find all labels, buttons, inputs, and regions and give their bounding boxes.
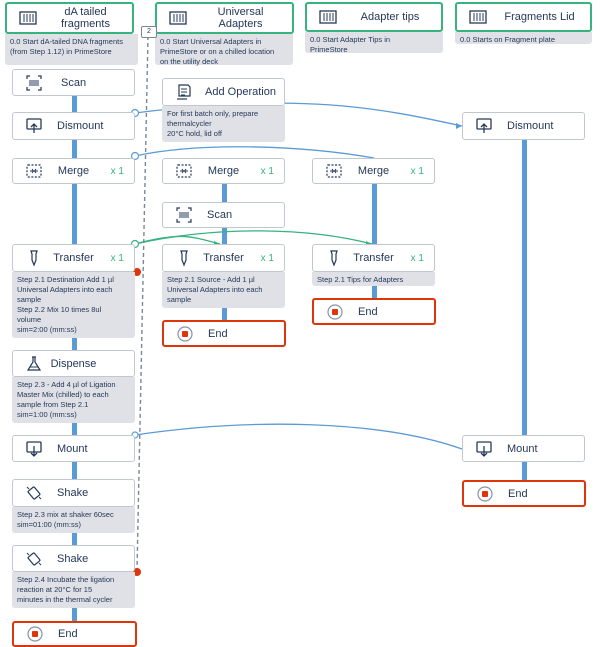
start-node-lid[interactable]: Fragments Lid — [455, 2, 592, 32]
stop-icon — [175, 324, 195, 344]
barcode-icon — [24, 73, 44, 93]
node-label: Dismount — [507, 120, 554, 132]
dismount-node[interactable]: Dismount — [12, 112, 135, 140]
shake-icon — [24, 549, 44, 569]
mount-icon — [24, 439, 44, 459]
shake-node[interactable]: Shake — [12, 545, 135, 572]
stop-icon — [325, 302, 345, 322]
plate-icon — [168, 8, 188, 28]
node-label: Transfer — [353, 252, 394, 264]
node-label: Transfer — [53, 252, 94, 264]
end-node[interactable]: End — [162, 320, 286, 347]
pipette-icon — [174, 248, 194, 268]
start-node-description: 0.0 Starts on Fragment plate — [455, 32, 592, 44]
node-label: End — [358, 305, 378, 318]
node-label: Shake — [57, 487, 89, 499]
transfer-node[interactable]: Transfer x 1 — [12, 244, 135, 272]
merge-node[interactable]: Merge x 1 — [162, 158, 285, 184]
node-label: Shake — [57, 552, 89, 565]
plate-icon — [18, 8, 38, 28]
node-label: Mount — [57, 442, 88, 455]
node-label: End — [208, 327, 228, 340]
mount-icon — [474, 439, 494, 459]
scan-node[interactable]: Scan — [162, 202, 285, 228]
mount-node[interactable]: Mount — [12, 435, 135, 462]
stop-icon — [475, 484, 495, 504]
node-label: Merge — [57, 165, 90, 177]
add-operation-node[interactable]: Add Operation — [162, 78, 285, 106]
end-node[interactable]: End — [12, 621, 137, 647]
flask-icon — [24, 354, 44, 374]
merge-node[interactable]: Merge x 1 — [12, 158, 135, 184]
node-label: Merge — [357, 165, 390, 177]
dismount-icon — [24, 116, 44, 136]
note-icon — [174, 82, 194, 102]
merge-icon — [24, 161, 44, 181]
flow-bar — [72, 96, 77, 112]
stop-icon — [25, 624, 45, 644]
merge-icon — [174, 161, 194, 181]
end-node[interactable]: End — [312, 298, 436, 325]
node-label: Dismount — [57, 120, 104, 132]
node-label: Mount — [507, 442, 538, 455]
plate-icon — [468, 7, 488, 27]
multiplier: x 1 — [110, 252, 124, 264]
start-node-label: Fragments Lid — [504, 11, 575, 23]
node-label: Transfer — [203, 252, 244, 264]
transfer-node[interactable]: Transfer x 1 — [312, 244, 435, 272]
shake-node[interactable]: Shake — [12, 479, 135, 507]
merge-icon — [324, 161, 344, 181]
multiplier: x 1 — [110, 165, 124, 177]
start-node-tips[interactable]: Adapter tips — [305, 2, 443, 32]
scan-node[interactable]: Scan — [12, 69, 135, 96]
merge-node[interactable]: Merge x 1 — [312, 158, 435, 184]
dismount-node[interactable]: Dismount — [462, 112, 585, 140]
node-description: Step 2.1 Tips for Adapters — [312, 272, 435, 286]
transfer-node[interactable]: Transfer x 1 — [162, 244, 285, 272]
shake-icon — [24, 483, 44, 503]
pipette-icon — [324, 248, 344, 268]
start-node-description: 0.0 Start dA-tailed DNA fragments(from S… — [5, 34, 138, 65]
node-label: End — [58, 628, 78, 640]
pipette-icon — [24, 248, 44, 268]
start-node-label: Adapter tips — [360, 11, 420, 23]
node-label: Dispense — [50, 357, 97, 370]
mount-node[interactable]: Mount — [462, 435, 585, 462]
node-label: Merge — [207, 165, 240, 177]
multiplier: x 1 — [260, 165, 274, 177]
plate-icon — [318, 7, 338, 27]
node-label: Scan — [61, 76, 87, 89]
multiplier: x 1 — [410, 165, 424, 177]
multiplier: x 1 — [410, 252, 424, 264]
end-node[interactable]: End — [462, 480, 586, 507]
node-label: Add Operation — [205, 86, 276, 98]
barcode-icon — [174, 205, 194, 225]
multiplier: x 1 — [260, 252, 274, 264]
node-label: Scan — [207, 209, 233, 221]
dispense-node[interactable]: Dispense — [12, 350, 135, 377]
node-label: End — [508, 487, 528, 500]
dismount-icon — [474, 116, 494, 136]
dependency-badge: 2 — [141, 26, 157, 38]
